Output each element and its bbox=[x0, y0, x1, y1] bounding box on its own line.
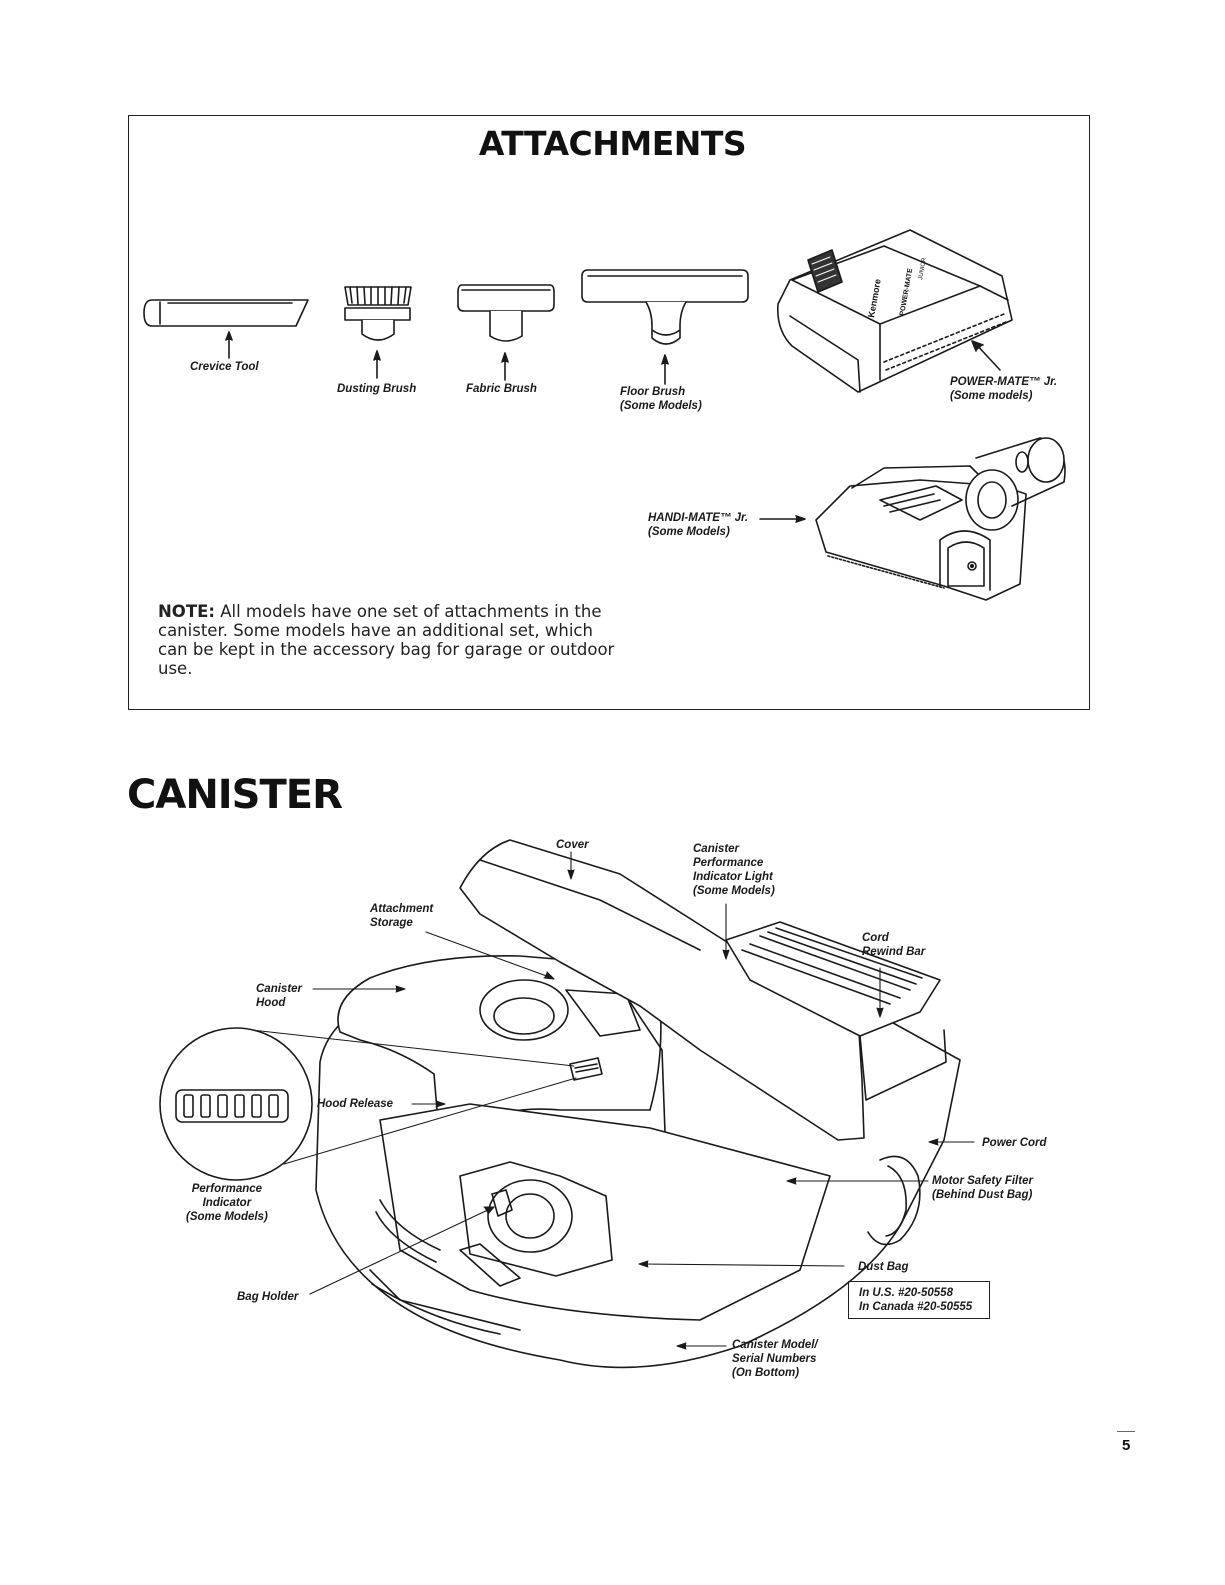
performance-indicator-label: Performance Indicator (Some Models) bbox=[186, 1182, 268, 1224]
handi-mate-illustration bbox=[759, 437, 1066, 601]
power-mate-label-line1: POWER-MATE™ Jr. bbox=[950, 376, 1058, 388]
dusting-brush-label: Dusting Brush bbox=[337, 383, 417, 395]
part-number-us: In U.S. #20-50558 bbox=[859, 1287, 953, 1299]
cover-label: Cover bbox=[556, 839, 589, 851]
canister-hood-label-line1: Canister bbox=[256, 983, 303, 995]
model-serial-label-line1: Canister Model/ bbox=[732, 1339, 818, 1351]
part-number-canada: In Canada #20-50555 bbox=[859, 1301, 973, 1313]
indicator-light-label-line2: Performance bbox=[693, 857, 764, 869]
indicator-light-label-line4: (Some Models) bbox=[693, 885, 775, 897]
note-prefix: NOTE: bbox=[158, 602, 215, 621]
cord-rewind-label-line2: Rewind Bar bbox=[862, 946, 926, 958]
hood-release-label: Hood Release bbox=[317, 1098, 394, 1110]
model-serial-label-line3: (On Bottom) bbox=[732, 1367, 800, 1379]
attachments-box bbox=[128, 115, 1090, 710]
canister-leader-lines bbox=[309, 851, 975, 1350]
floor-brush-label: Floor Brush (Some Models) bbox=[620, 385, 702, 413]
indicator-light-label-line3: Indicator Light bbox=[693, 871, 773, 883]
model-serial-label-line2: Serial Numbers bbox=[732, 1353, 817, 1365]
performance-indicator-label-line3: (Some Models) bbox=[186, 1211, 268, 1223]
crevice-tool-illustration bbox=[143, 299, 309, 359]
canister-hood-label-line2: Hood bbox=[256, 997, 286, 1009]
power-mate-label-line2: (Some models) bbox=[950, 390, 1033, 402]
canister-hood-label: Canister Hood bbox=[256, 982, 302, 1010]
power-cord-label: Power Cord bbox=[982, 1137, 1047, 1149]
bag-holder-label: Bag Holder bbox=[237, 1291, 299, 1303]
attachments-note: NOTE: All models have one set of attachm… bbox=[158, 602, 618, 678]
handi-mate-label-line2: (Some Models) bbox=[648, 526, 730, 538]
cord-rewind-label-line1: Cord bbox=[862, 932, 889, 944]
power-mate-brand-junior: JUNIOR bbox=[918, 257, 928, 281]
dust-bag-part-numbers: In U.S. #20-50558 In Canada #20-50555 bbox=[848, 1281, 990, 1319]
attachment-storage-label: Attachment Storage bbox=[370, 902, 433, 930]
cord-rewind-label: Cord Rewind Bar bbox=[862, 931, 925, 959]
dust-bag-label: Dust Bag bbox=[858, 1261, 909, 1273]
dusting-brush-illustration bbox=[344, 286, 412, 379]
power-mate-label: POWER-MATE™ Jr. (Some models) bbox=[950, 375, 1057, 403]
crevice-tool-label: Crevice Tool bbox=[190, 361, 259, 373]
handi-mate-label: HANDI-MATE™ Jr. (Some Models) bbox=[648, 511, 748, 539]
floor-brush-label-line1: Floor Brush bbox=[620, 386, 686, 398]
indicator-light-label-line1: Canister bbox=[693, 843, 740, 855]
page-number: 5 bbox=[1122, 1437, 1131, 1454]
performance-indicator-label-line2: Indicator bbox=[202, 1197, 252, 1209]
handi-mate-label-line1: HANDI-MATE™ Jr. bbox=[648, 512, 749, 524]
fabric-brush-illustration bbox=[457, 284, 555, 381]
fabric-brush-label: Fabric Brush bbox=[466, 383, 537, 395]
attachments-title: ATTACHMENTS bbox=[478, 124, 747, 163]
power-mate-illustration bbox=[776, 229, 1013, 393]
performance-indicator-label-line1: Performance bbox=[191, 1183, 263, 1195]
page-number-rule bbox=[1117, 1431, 1135, 1432]
note-text: All models have one set of attachments i… bbox=[158, 602, 615, 678]
canister-title: CANISTER bbox=[127, 772, 343, 818]
motor-filter-label: Motor Safety Filter (Behind Dust Bag) bbox=[932, 1174, 1033, 1202]
motor-filter-label-line1: Motor Safety Filter bbox=[932, 1175, 1033, 1187]
indicator-light-label: Canister Performance Indicator Light (So… bbox=[693, 842, 775, 898]
attachment-storage-label-line1: Attachment bbox=[370, 903, 434, 915]
model-serial-label: Canister Model/ Serial Numbers (On Botto… bbox=[732, 1338, 818, 1380]
floor-brush-label-line2: (Some Models) bbox=[620, 400, 702, 412]
canister-illustration bbox=[315, 839, 961, 1369]
floor-brush-illustration bbox=[581, 269, 749, 385]
performance-indicator-magnifier bbox=[159, 1027, 577, 1181]
attachment-storage-label-line2: Storage bbox=[370, 917, 413, 929]
motor-filter-label-line2: (Behind Dust Bag) bbox=[932, 1189, 1033, 1201]
